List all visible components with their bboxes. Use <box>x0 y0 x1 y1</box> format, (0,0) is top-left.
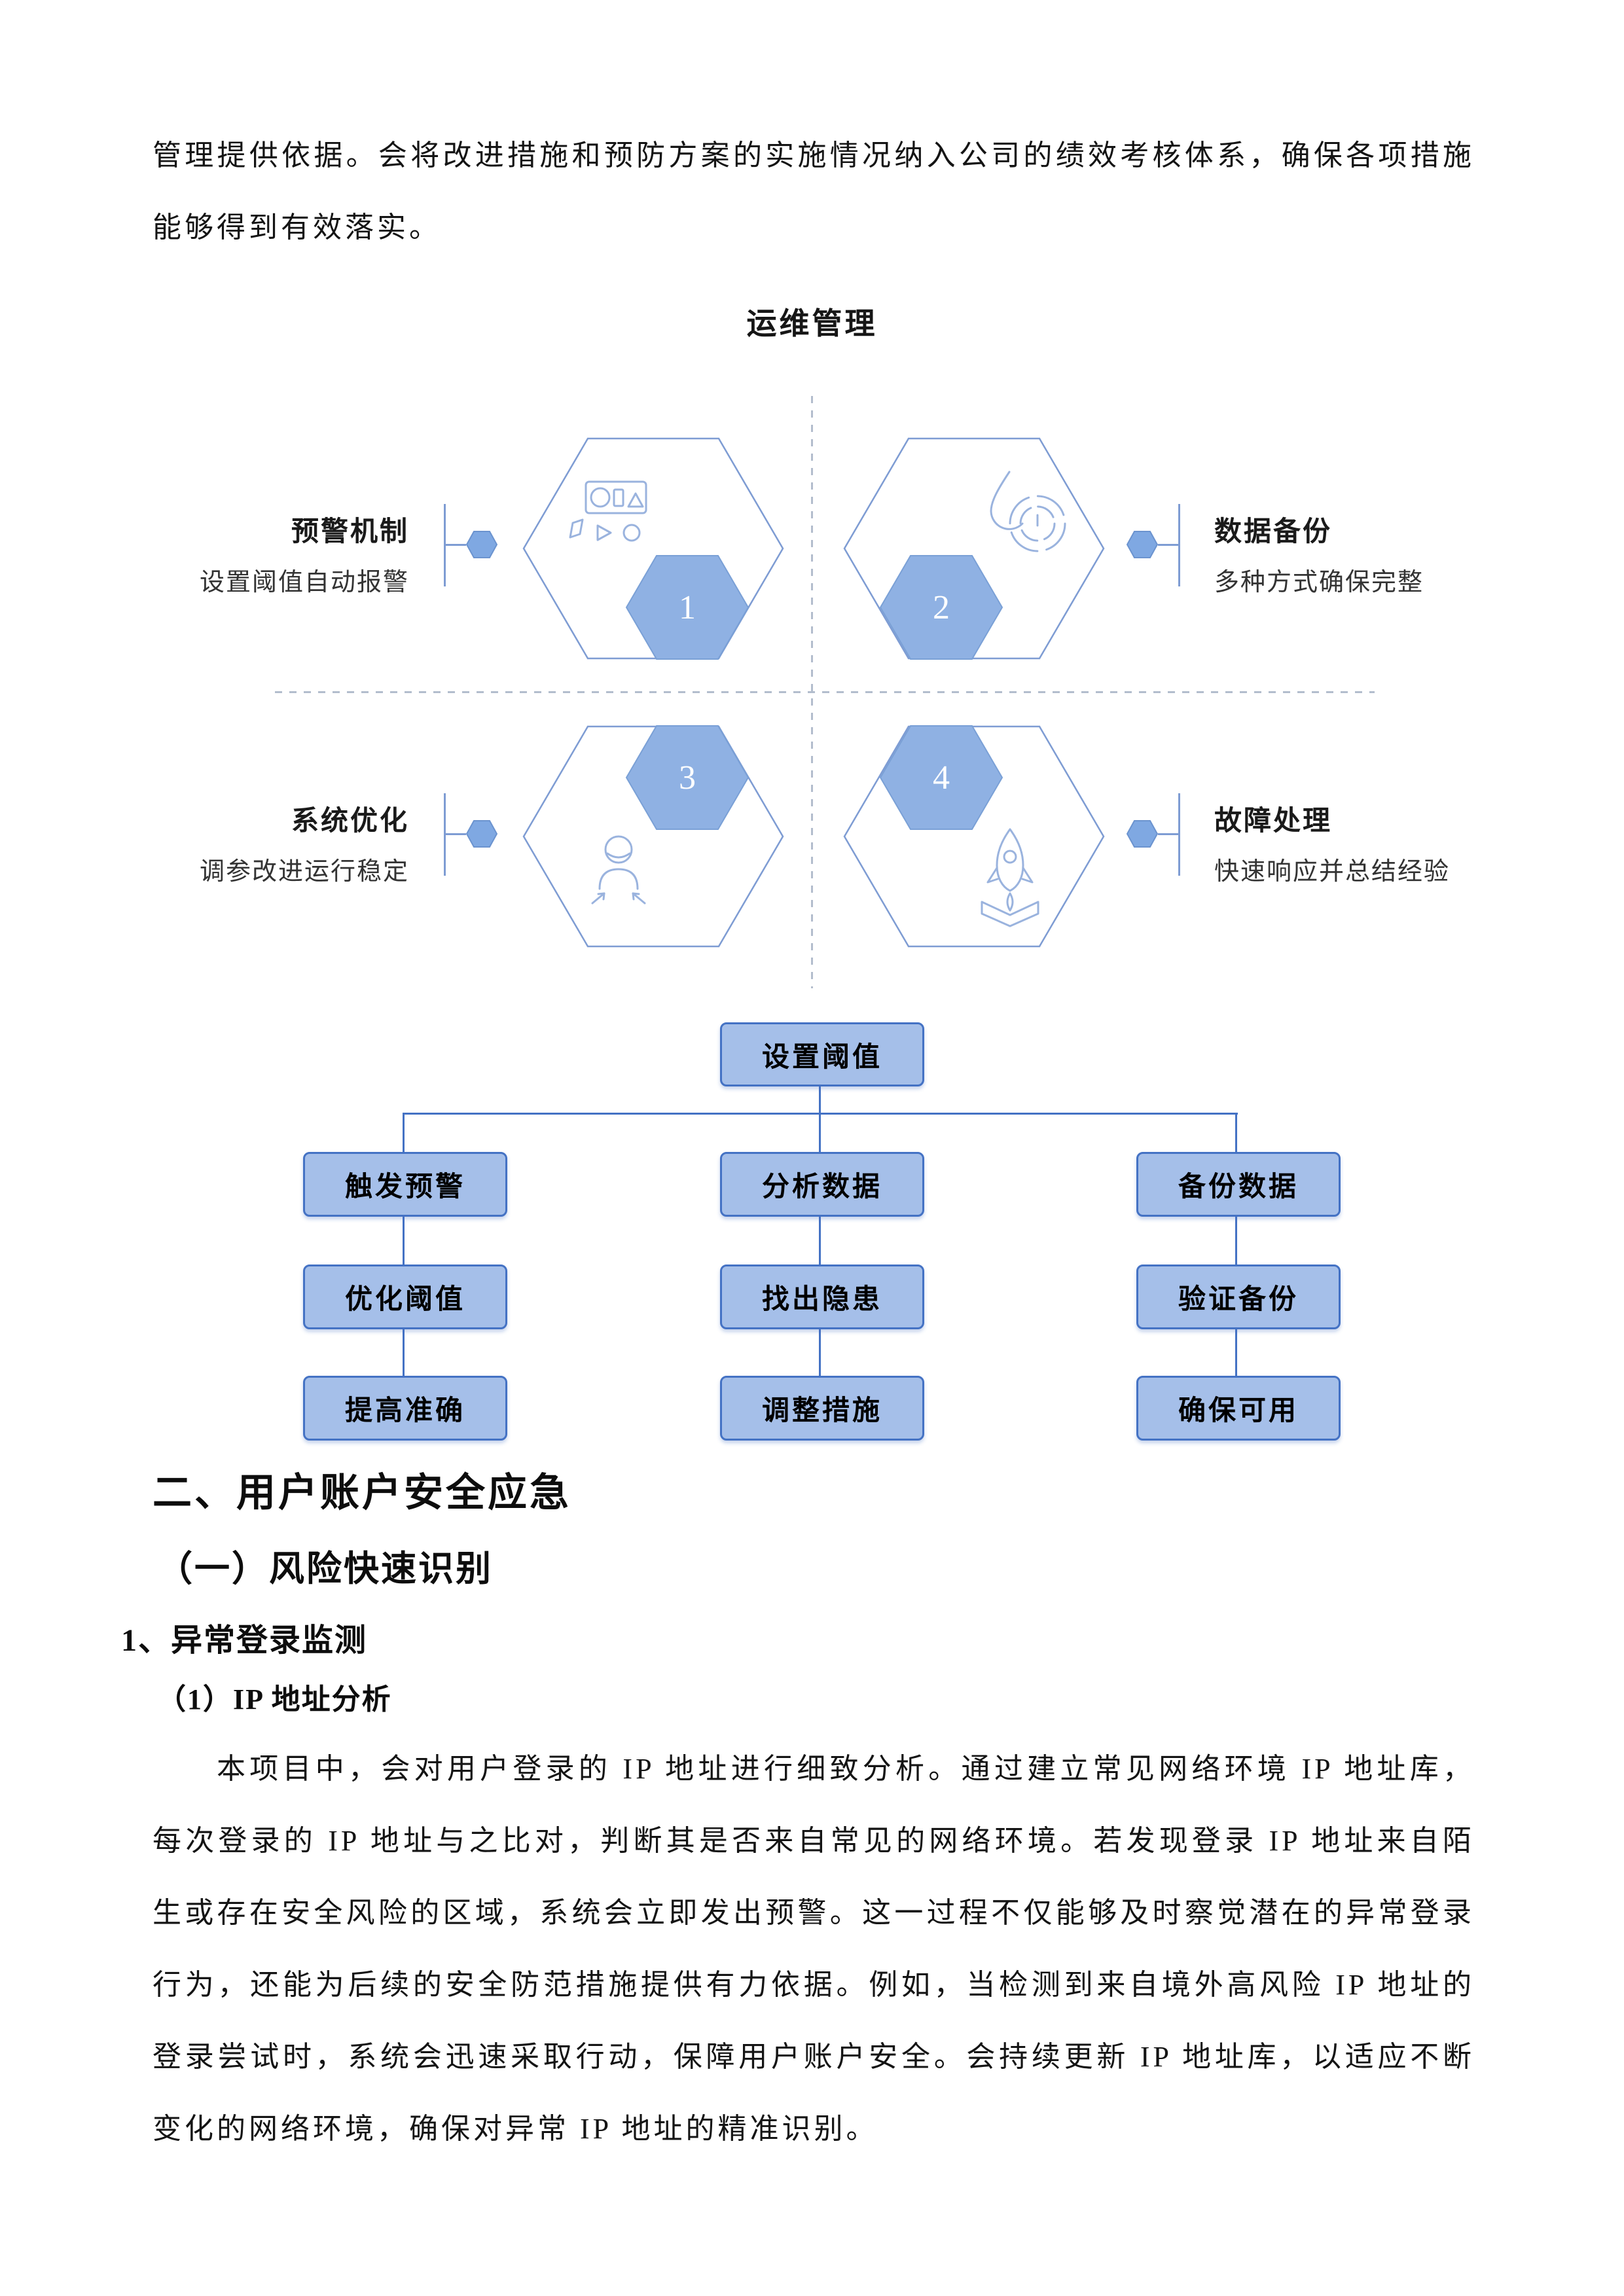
step-number: 1 <box>679 588 696 626</box>
connector-tick <box>445 833 466 835</box>
body-paragraph: 本项目中，会对用户登录的 IP 地址进行细致分析。通过建立常见网络环境 IP 地… <box>153 1753 1475 2145</box>
sub-numbered-heading: （1）IP 地址分析 <box>157 1683 392 1715</box>
connector-line <box>819 1113 821 1153</box>
connector-line <box>819 1213 821 1266</box>
connector-line <box>403 1113 405 1153</box>
connector-line <box>1235 1213 1237 1266</box>
backup-icon <box>990 471 1066 552</box>
quadrant-title: 系统优化 <box>291 806 409 836</box>
connector-line <box>819 1083 821 1114</box>
rocket-launch-icon <box>981 828 1039 927</box>
connector-line <box>1235 1113 1237 1153</box>
connector-line <box>403 1213 405 1266</box>
numbered-hexagon <box>879 725 1003 830</box>
small-hexagon-bullet <box>466 820 497 848</box>
flow-node: 找出隐患 <box>720 1265 924 1329</box>
user-tuning-icon <box>591 835 646 905</box>
quadrant-title: 数据备份 <box>1214 517 1333 547</box>
quadrant-subtitle: 设置阈值自动报警 <box>199 569 409 596</box>
flow-node: 优化阈值 <box>303 1265 507 1329</box>
label-divider-bar <box>1178 504 1180 586</box>
small-hexagon-bullet <box>466 531 497 558</box>
diagram-title: 运维管理 <box>746 307 878 340</box>
shapes-icon <box>569 480 647 542</box>
numbered-hexagon <box>625 725 749 830</box>
flow-node-root: 设置阈值 <box>720 1022 924 1086</box>
connector-line <box>1235 1325 1237 1377</box>
connector-line <box>403 1325 405 1377</box>
connector-tick <box>1158 833 1179 835</box>
flow-node: 验证备份 <box>1136 1265 1341 1329</box>
connector-tick <box>1158 544 1179 546</box>
label-divider-bar <box>1178 793 1180 876</box>
step-number: 4 <box>933 759 950 797</box>
flow-node: 调整措施 <box>720 1376 924 1441</box>
flow-node: 提高准确 <box>303 1376 507 1441</box>
connector-line <box>819 1325 821 1377</box>
numbered-hexagon <box>625 555 749 660</box>
flow-node: 分析数据 <box>720 1152 924 1217</box>
diagram-horizontal-divider <box>275 691 1375 693</box>
intro-paragraph: 管理提供依据。会将改进措施和预防方案的实施情况纳入公司的绩效考核体系，确保各项措… <box>153 139 1475 243</box>
quadrant-subtitle: 快速响应并总结经验 <box>1214 858 1451 886</box>
flow-node: 确保可用 <box>1136 1376 1341 1441</box>
section-heading: 二、用户账户安全应急 <box>153 1471 571 1515</box>
numbered-heading: 1、异常登录监测 <box>121 1623 368 1658</box>
subsection-heading: （一）风险快速识别 <box>157 1549 493 1588</box>
flow-node: 触发预警 <box>303 1152 507 1217</box>
quadrant-subtitle: 多种方式确保完整 <box>1214 569 1424 596</box>
label-divider-bar <box>444 793 446 876</box>
small-hexagon-bullet <box>1127 531 1158 558</box>
quadrant-title: 预警机制 <box>291 517 409 547</box>
connector-tick <box>445 544 466 546</box>
numbered-hexagon <box>879 555 1003 660</box>
small-hexagon-bullet <box>1127 820 1158 848</box>
step-number: 2 <box>933 588 950 626</box>
label-divider-bar <box>444 504 446 586</box>
flow-node: 备份数据 <box>1136 1152 1341 1217</box>
quadrant-title: 故障处理 <box>1214 806 1333 836</box>
step-number: 3 <box>679 759 696 797</box>
quadrant-subtitle: 调参改进运行稳定 <box>199 858 409 886</box>
